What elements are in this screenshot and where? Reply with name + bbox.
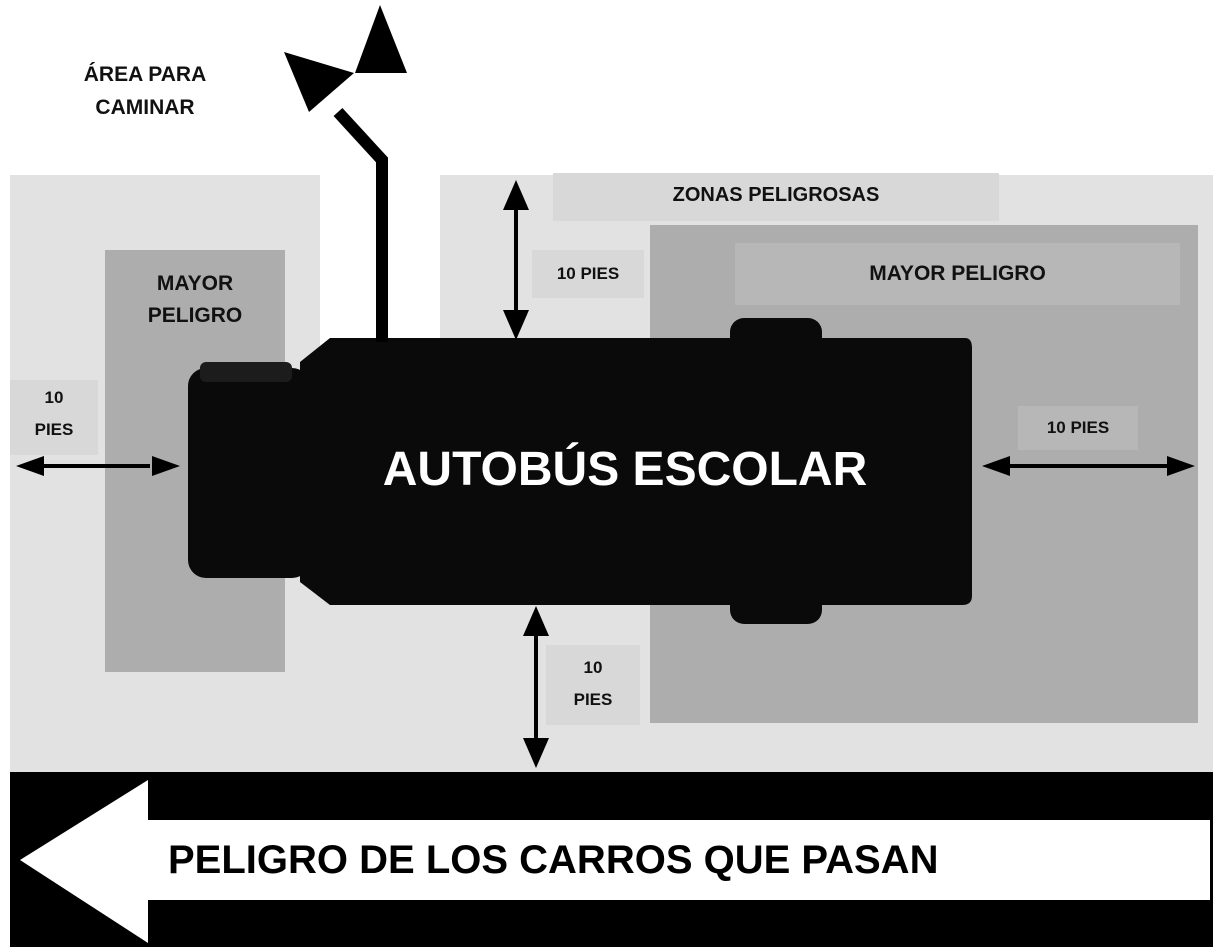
label-box-distance-right (1018, 406, 1138, 450)
distance-top-arrowhead-up (503, 180, 529, 210)
distance-right-arrowhead-right (1167, 456, 1195, 476)
greatest-danger-side-label: MAYOR PELIGRO (869, 262, 1046, 285)
walking-arrow-diagonal (284, 52, 354, 112)
label-box-distance-left (10, 380, 98, 455)
bus-body (300, 338, 972, 605)
distance-bottom-label: 10 PIES (573, 658, 613, 709)
distance-bottom-arrowhead-up (523, 606, 549, 636)
distance-right-label: 10 PIES (1046, 418, 1110, 437)
label-box-greatest-danger-side (735, 243, 1180, 305)
label-box-distance-bottom (546, 645, 640, 725)
walking-arrow-up (355, 5, 407, 73)
walking-path-line (333, 107, 388, 342)
label-box-danger-zones (553, 173, 999, 221)
walking-area-label: ÁREA PARA CAMINAR (83, 63, 207, 119)
label-box-distance-top (532, 250, 644, 298)
danger-zones-label: ZONAS PELIGROSAS (672, 184, 880, 206)
greatest-danger-front-label: MAYOR PELIGRO (147, 272, 243, 327)
distance-left-label: 10 PIES (34, 388, 74, 439)
bus-hood (188, 368, 310, 578)
distance-right-arrowhead-left (982, 456, 1010, 476)
bus-grille (200, 362, 292, 382)
bus-label: AUTOBÚS ESCOLAR (382, 443, 868, 496)
distance-bottom-arrowhead-down (523, 738, 549, 768)
distance-top-label: 10 PIES (556, 264, 620, 283)
distance-left-arrowhead-left (16, 456, 44, 476)
passing-cars-danger-label: PELIGRO DE LOS CARROS QUE PASAN (168, 838, 939, 882)
traffic-direction-arrow (20, 780, 1210, 943)
distance-top-arrowhead-down (503, 310, 529, 340)
distance-left-arrowhead-right (152, 456, 180, 476)
